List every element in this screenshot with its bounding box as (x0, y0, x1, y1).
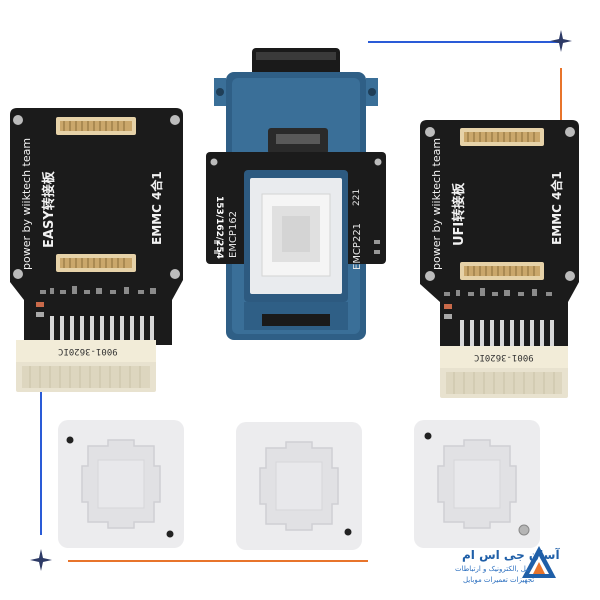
silicone-pad-center (236, 422, 362, 550)
silicone-pad-left (58, 420, 184, 548)
brand-tagline-1: بیل ,الکترونیک و ارتباطات (455, 565, 531, 573)
brand-name: آسان جی اس ام (462, 548, 560, 562)
right-board-model: EMMC 4合1 (550, 171, 564, 245)
decor-line-left-blue (40, 360, 42, 535)
silicone-pad-right (414, 420, 540, 548)
decor-line-bottom-orange (68, 560, 368, 562)
decor-line-top-blue (368, 41, 560, 43)
brand-tagline-2: تجهیزات تعمیرات موبایل (463, 576, 535, 584)
brand-logo-icon (522, 546, 556, 578)
sparkle-icon-bottom-left (30, 549, 52, 571)
right-board-credit: power by wiiktech team (430, 137, 443, 270)
right-board-name: UFI转接板 (452, 182, 467, 246)
sparkle-icon-top-right (550, 30, 572, 52)
right-connector-code: 9001-3620IC (474, 352, 534, 362)
